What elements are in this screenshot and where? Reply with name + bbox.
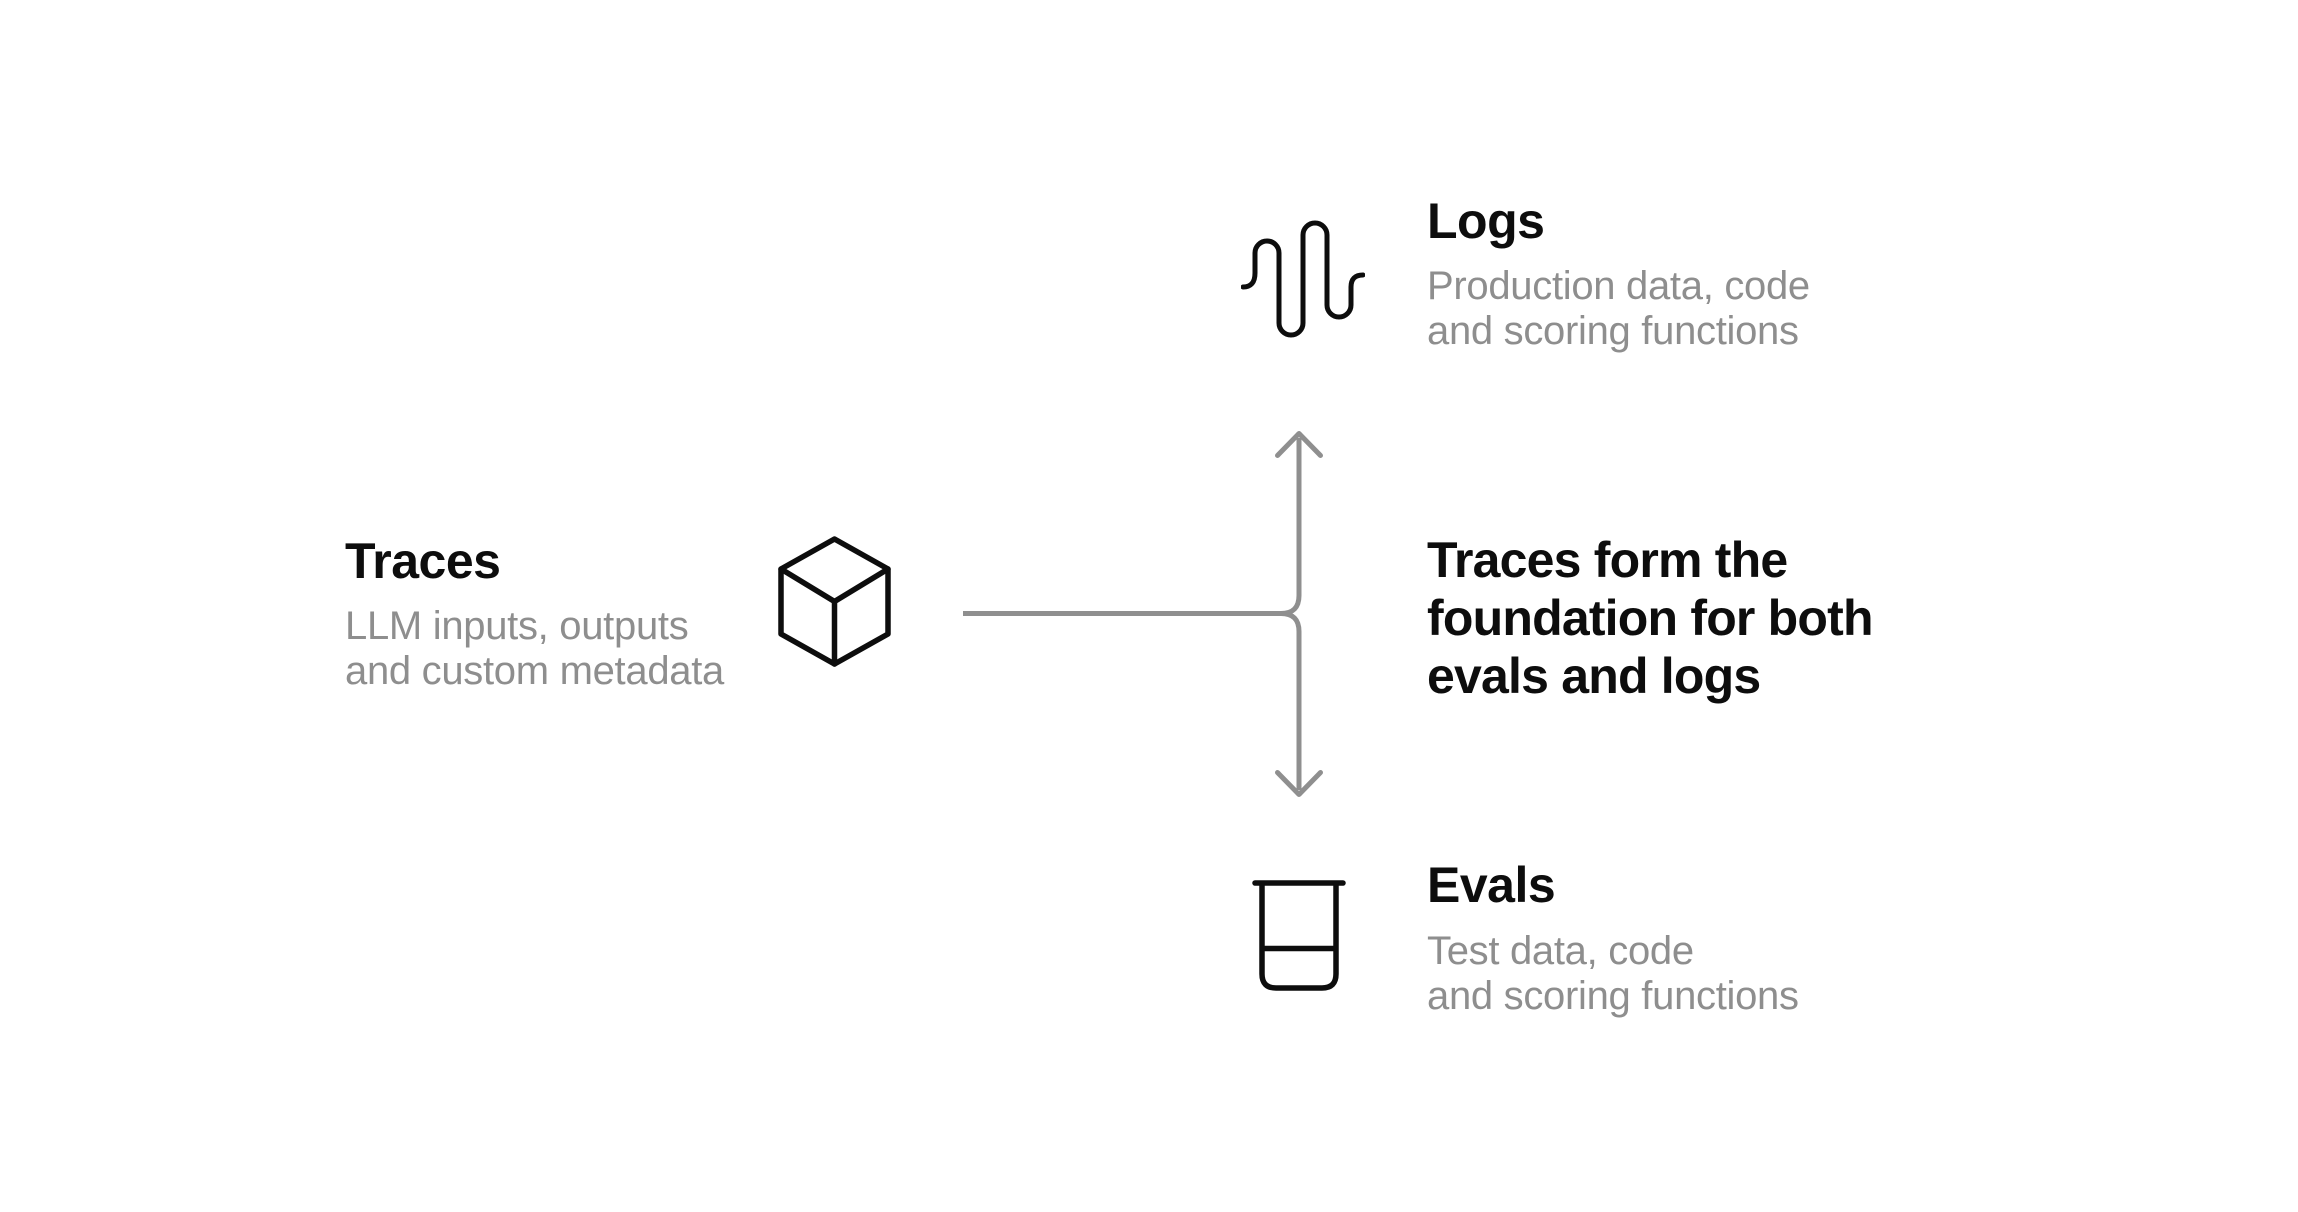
- annotation-line: foundation for both: [1427, 590, 1874, 646]
- branch-down-line: [963, 611, 1302, 790]
- annotation-line: evals and logs: [1427, 648, 1761, 704]
- arrow-down-head: [1275, 770, 1323, 797]
- logs-title: Logs: [1427, 193, 1545, 249]
- traces-description-line: LLM inputs, outputs: [345, 604, 689, 648]
- evals-description: Test data, code and scoring functions: [1427, 929, 1799, 1019]
- evals-title: Evals: [1427, 857, 1556, 913]
- logs-description-line: Production data, code: [1427, 264, 1810, 308]
- evals-description-line: and scoring functions: [1427, 974, 1799, 1018]
- waveform-icon: [1241, 220, 1365, 338]
- traces-title: Traces: [345, 533, 501, 589]
- logs-description-line: and scoring functions: [1427, 309, 1799, 353]
- logs-description: Production data, code and scoring functi…: [1427, 264, 1810, 354]
- traces-description: LLM inputs, outputs and custom metadata: [345, 604, 724, 694]
- annotation-text: Traces form the foundation for both eval…: [1427, 531, 1874, 705]
- cube-icon: [778, 536, 891, 667]
- evals-description-line: Test data, code: [1427, 929, 1694, 973]
- traces-description-line: and custom metadata: [345, 649, 724, 693]
- annotation-line: Traces form the: [1427, 532, 1788, 588]
- arrow-up-head: [1275, 431, 1323, 458]
- beaker-icon: [1252, 880, 1346, 991]
- branch-up-line: [963, 438, 1302, 616]
